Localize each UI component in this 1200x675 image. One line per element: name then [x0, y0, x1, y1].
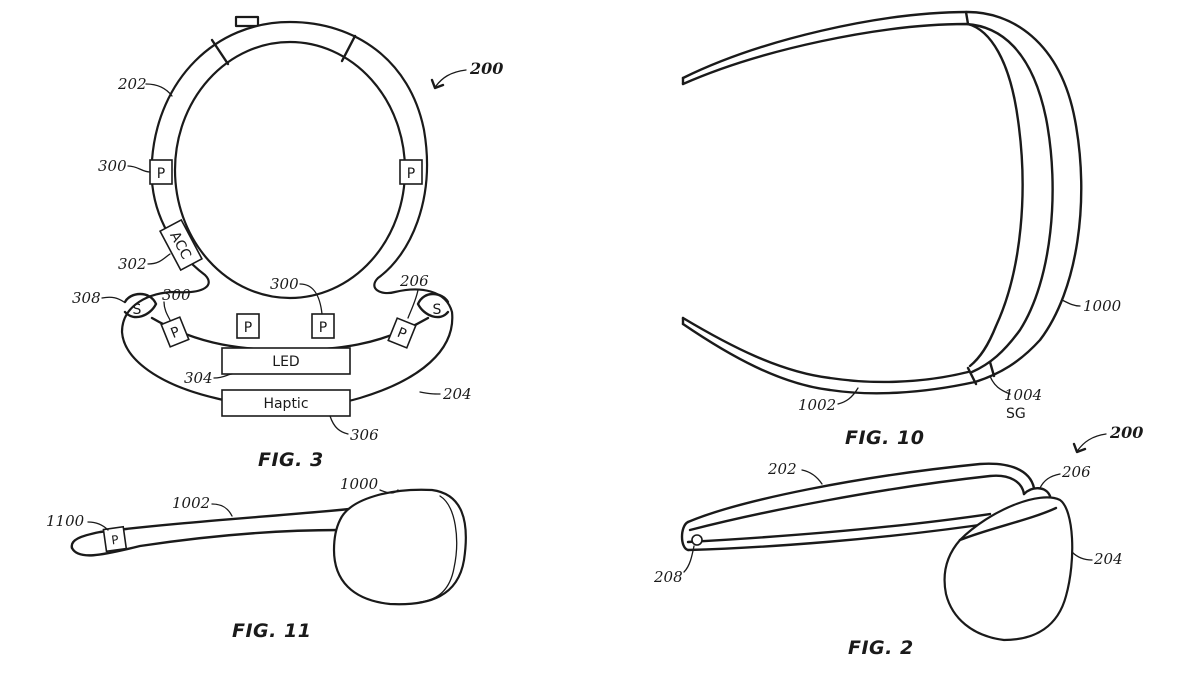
- leader-1100: [87, 521, 109, 531]
- strain-gauge-joint-2: [988, 360, 996, 378]
- temple-1002-fig11: [70, 506, 362, 550]
- band-202-fig2: [686, 462, 1036, 524]
- assembly-arrowhead-200-fig2: [1072, 442, 1087, 454]
- pressure-sensor-center-right-label: P: [319, 320, 327, 336]
- temple-1002-inner: [681, 322, 977, 395]
- pressure-sensor-center-right: [311, 313, 335, 339]
- caption-fig3: FIG. 3: [258, 449, 324, 471]
- leader-206-fig2: [1039, 473, 1061, 489]
- leader-1004: [989, 375, 1011, 395]
- pressure-sensor-cup-left: P: [160, 316, 190, 348]
- ref-1002-fig11: 1002: [172, 494, 210, 512]
- label-sg: SG: [1006, 406, 1026, 422]
- ref-300-center: 300: [270, 275, 299, 293]
- leader-202: [145, 83, 173, 97]
- top-segment-divider-right: [340, 34, 357, 63]
- ref-204-fig2: 204: [1093, 550, 1123, 568]
- caption-fig2: FIG. 2: [848, 637, 914, 659]
- temple-1002-fig11-lower: [70, 528, 342, 557]
- leader-1002-fig11: [211, 503, 233, 517]
- eye-cup-rim: [419, 495, 458, 603]
- frame-inner-rib: [966, 22, 1024, 368]
- leader-304: [213, 373, 233, 379]
- strain-gauge-joint: [966, 366, 978, 386]
- top-clip-tab: [234, 15, 260, 28]
- ref-306: 306: [350, 426, 379, 444]
- leader-302: [147, 253, 171, 265]
- ref-202-fig2: 202: [767, 460, 797, 478]
- ref-302: 302: [118, 255, 147, 273]
- leader-308: [101, 296, 125, 303]
- top-segment-divider-left: [210, 38, 230, 66]
- ref-202: 202: [117, 75, 147, 93]
- band-end-cap: [680, 520, 690, 552]
- svg-text:P: P: [110, 533, 119, 548]
- haptic-module: [221, 389, 351, 417]
- button-208: [691, 534, 703, 546]
- pressure-sensor-right: [399, 159, 423, 185]
- caption-fig11: FIG. 11: [232, 620, 311, 642]
- leader-1002: [837, 387, 859, 405]
- eye-cup-1000-fig11: [332, 488, 467, 606]
- leader-202-fig2: [801, 469, 823, 485]
- leader-204-fig2: [1071, 551, 1093, 561]
- led-module: [221, 347, 351, 375]
- ref-208: 208: [653, 568, 683, 586]
- pressure-sensor-center-left: [236, 313, 260, 339]
- leader-208: [683, 545, 695, 573]
- leader-1000-fig11: [379, 489, 399, 494]
- ref-200-fig2: 200: [1109, 423, 1143, 442]
- leader-206: [407, 289, 419, 319]
- frame-top-joint: [964, 10, 970, 26]
- leader-306: [329, 415, 349, 435]
- pressure-sensor-center-left-label: P: [244, 320, 252, 336]
- frame-1000-inner: [681, 22, 1054, 374]
- caption-fig10: FIG. 10: [845, 427, 924, 449]
- pressure-sensor-cup-right: P: [387, 317, 417, 349]
- figure-11: P 1100 1002 1000 FIG. 11: [46, 475, 467, 642]
- sensor-tip-left: [123, 292, 158, 319]
- pressure-sensor-right-label: P: [407, 166, 415, 182]
- assembly-arrow-200-fig3: [435, 69, 467, 87]
- pressure-sensor-left-label: P: [157, 166, 165, 182]
- ref-300-cup: 300: [162, 286, 191, 304]
- ref-300-left: 300: [98, 157, 127, 175]
- ref-304: 304: [184, 369, 213, 387]
- assembly-arrow-200-fig2: [1077, 433, 1107, 451]
- ref-1004: 1004: [1004, 386, 1042, 404]
- ref-200-fig3: 200: [469, 59, 503, 78]
- band-inner-opening: [173, 40, 407, 300]
- leader-204: [419, 391, 441, 395]
- ref-1100: 1100: [46, 512, 85, 530]
- band-202-fig2-lower-2: [686, 512, 992, 544]
- ref-204-fig3: 204: [442, 385, 472, 403]
- leader-300-cup: [163, 301, 171, 321]
- ref-1000-fig11: 1000: [340, 475, 379, 493]
- leader-300-left: [127, 165, 151, 173]
- temple-1002: [681, 316, 970, 384]
- sensor-206-fig2: [1022, 487, 1052, 498]
- haptic-module-label: Haptic: [263, 396, 308, 412]
- figure-10: 1000 1002 1004 SG FIG. 10: [681, 10, 1122, 449]
- ref-1000-fig10: 1000: [1083, 297, 1122, 315]
- sensor-tip-right-label: S: [433, 302, 442, 318]
- pressure-tip-1100: P: [102, 525, 128, 553]
- sensor-tip-right: [416, 292, 450, 319]
- frame-1000-outer: [681, 10, 1083, 384]
- leader-1000: [1061, 299, 1081, 307]
- led-module-label: LED: [272, 354, 299, 370]
- ref-1002-fig10: 1002: [798, 396, 836, 414]
- ref-206-fig2: 206: [1061, 463, 1091, 481]
- sensor-tip-left-label: S: [133, 302, 142, 318]
- figure-2: 202 206 204 208 200 FIG. 2: [653, 423, 1143, 659]
- eye-cup-opening: [958, 506, 1058, 542]
- leader-300-center: [299, 283, 323, 315]
- ref-308: 308: [72, 289, 101, 307]
- band-202-fig2-inner: [688, 474, 1026, 532]
- ref-206-fig3: 206: [399, 272, 429, 290]
- band-202-fig2-lower: [686, 520, 1002, 552]
- assembly-arrowhead-200-fig3: [430, 78, 445, 90]
- figure-3: P P ACC LED Haptic P P P P S: [72, 15, 503, 471]
